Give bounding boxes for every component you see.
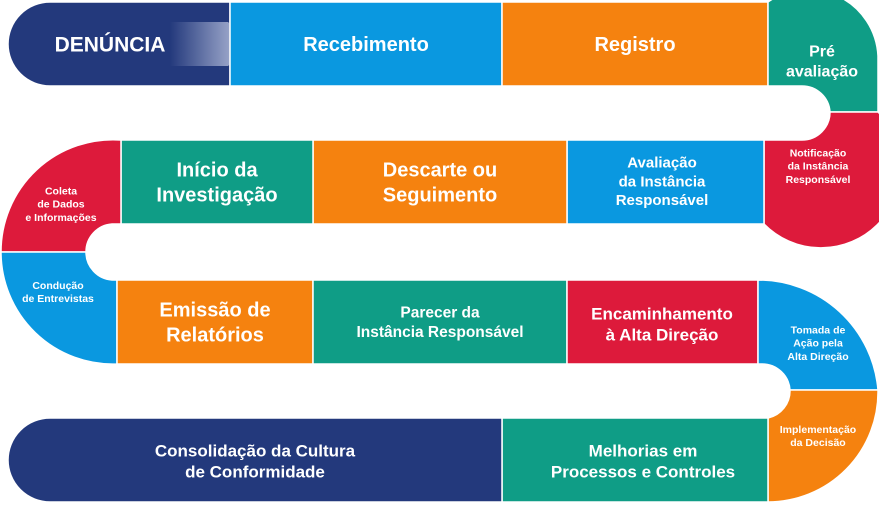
step-parecer-label-line: Parecer da: [400, 305, 480, 322]
step-consolidacao-label: Consolidação da Cultura de Conformidade: [155, 441, 356, 481]
step-denuncia-label-line: DENÚNCIA: [55, 32, 166, 56]
step-conducao-shape: [0, 251, 118, 365]
step-melhorias-label: Melhorias em Processos e Controles: [551, 441, 735, 481]
step-emissao-label: Emissão de Relatórios: [159, 300, 270, 347]
step-notificacao-label-line: Notificação: [790, 148, 847, 160]
step-emissao-shape: [116, 279, 314, 365]
step-encaminhamento-label-line: à Alta Direção: [606, 326, 719, 345]
step-descarte-label-line: Seguimento: [383, 185, 497, 207]
step-avaliacao-label-line: Responsável: [616, 192, 709, 209]
step-coleta-shape: [0, 138, 122, 253]
step-tomada-label-line: Alta Direção: [787, 351, 848, 363]
step-consolidacao-shape: [7, 417, 503, 503]
step-implementacao-label-line: Implementação: [780, 424, 856, 436]
step-descarte-shape: [312, 139, 568, 225]
step-pre-avaliacao-label: Pré avaliação: [786, 44, 858, 81]
step-pre-avaliacao-shape: [767, 0, 879, 113]
step-consolidacao-label-line: de Conformidade: [185, 463, 325, 482]
step-parecer-shape: [312, 279, 568, 365]
step-melhorias-label-line: Processos e Controles: [551, 463, 735, 482]
step-parecer-label-line: Instância Responsável: [356, 324, 523, 341]
step-inicio-label: Início da Investigação: [156, 160, 277, 207]
step-registro-label: Registro: [594, 34, 675, 56]
step-avaliacao-label-line: da Instância: [619, 173, 706, 190]
step-notificacao-label-line: Responsável: [786, 174, 851, 186]
step-tomada-label-line: Ação pela: [793, 338, 843, 350]
step-descarte-label-line: Descarte ou: [383, 160, 498, 182]
step-recebimento-label-line: Recebimento: [303, 34, 429, 56]
step-tomada-shape: [757, 279, 879, 391]
step-coleta-label-line: e Informações: [25, 212, 96, 224]
step-notificacao-label-line: da Instância: [788, 161, 849, 173]
step-inicio-shape: [120, 139, 314, 225]
step-coleta-label-line: de Dados: [37, 199, 84, 211]
step-descarte-label: Descarte ou Seguimento: [383, 160, 498, 207]
step-emissao-label-line: Emissão de: [159, 300, 270, 322]
step-inicio-label-line: Investigação: [156, 185, 277, 207]
step-avaliacao-label-line: Avaliação: [627, 155, 697, 172]
step-implementacao-shape: [767, 389, 879, 503]
step-pre-avaliacao-label-line: avaliação: [786, 64, 858, 81]
step-encaminhamento-label: Encaminhamento à Alta Direção: [591, 304, 733, 344]
step-implementacao-label-line: da Decisão: [790, 437, 845, 449]
step-notificacao-shape: [763, 111, 879, 249]
step-denuncia-label: DENÚNCIA: [55, 32, 166, 56]
step-tomada-label-line: Tomada de: [791, 325, 846, 337]
step-registro-label-line: Registro: [594, 34, 675, 56]
step-conducao-label-line: Condução: [32, 280, 83, 292]
step-emissao-label-line: Relatórios: [166, 325, 264, 347]
step-inicio-label-line: Início da: [176, 160, 258, 182]
step-encaminhamento-label-line: Encaminhamento: [591, 304, 733, 323]
step-melhorias-label-line: Melhorias em: [589, 441, 698, 460]
step-conducao-label-line: de Entrevistas: [22, 293, 94, 305]
step-pre-avaliacao-label-line: Pré: [809, 44, 835, 61]
step-recebimento-label: Recebimento: [303, 34, 429, 56]
step-parecer-label: Parecer da Instância Responsável: [356, 305, 523, 341]
step-consolidacao-label-line: Consolidação da Cultura: [155, 441, 356, 460]
step-coleta-label-line: Coleta: [45, 186, 77, 198]
